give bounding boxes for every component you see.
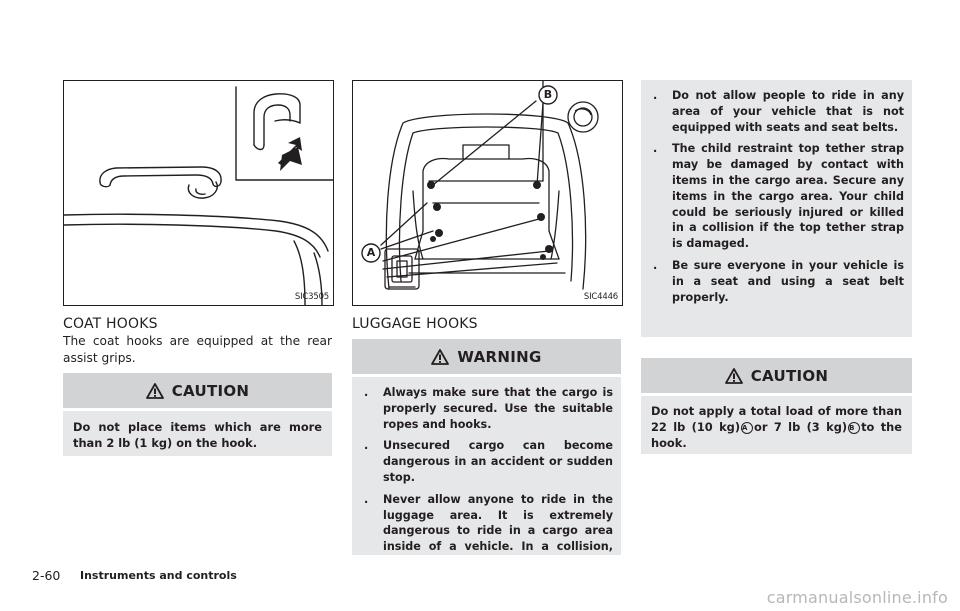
caution-text-part: or 7 lb (3 kg) xyxy=(754,419,848,434)
warning-item: . Never allow anyone to ride in the lugga… xyxy=(362,492,613,555)
warning-text: The child restraint top tether strap may… xyxy=(672,142,904,251)
bullet: . xyxy=(653,89,658,102)
coat-hook-figure: SIC3505 xyxy=(63,80,334,306)
coat-caution-title: CAUTION xyxy=(171,381,250,400)
coat-hooks-title: COAT HOOKS xyxy=(63,316,158,332)
bullet: . xyxy=(364,386,369,399)
warning-item: . Be sure everyone in your vehicle is in … xyxy=(651,258,904,305)
marker-b: B xyxy=(848,421,861,434)
figure-code: SIC3505 xyxy=(294,292,329,302)
luggage-caution-title: CAUTION xyxy=(750,366,829,385)
caution-text-part: Do not apply a total load of more than 2… xyxy=(651,404,902,434)
bullet: . xyxy=(364,492,369,506)
caution-text-part: to the hook. xyxy=(651,419,902,450)
warning-text: Never allow anyone to ride in the luggag… xyxy=(383,492,613,554)
warning-text: Do not allow people to ride in any area … xyxy=(672,89,904,134)
warning-item: . Unsecured cargo can become dangerous in… xyxy=(362,438,613,485)
warning-icon xyxy=(431,348,450,365)
warning-item: . Do not allow people to ride in any area… xyxy=(651,88,904,135)
bullet: . xyxy=(653,258,658,272)
warning-text: Always make sure that the cargo is prope… xyxy=(383,386,613,431)
coat-caution-text: Do not place items which are more than 2… xyxy=(73,420,322,450)
coat-caution-header: CAUTION xyxy=(63,373,332,408)
warning-text: Unsecured cargo can become dangerous in … xyxy=(383,439,613,484)
luggage-caution-body: Do not apply a total load of more than 2… xyxy=(641,396,912,454)
warning-header: WARNING xyxy=(352,339,621,374)
warning-item: . The child restraint top tether strap ma… xyxy=(651,141,904,252)
luggage-hooks-title: LUGGAGE HOOKS xyxy=(352,316,478,332)
coat-hook-illustration xyxy=(64,86,333,305)
caution-icon xyxy=(724,367,743,384)
footer-section-title: Instruments and controls xyxy=(80,569,237,582)
warning-body-col3: . Do not allow people to ride in any area… xyxy=(641,80,912,337)
bullet: . xyxy=(364,439,369,453)
marker-a: A xyxy=(741,421,754,434)
luggage-caution-header: CAUTION xyxy=(641,358,912,393)
warning-text: Be sure everyone in your vehicle is in a… xyxy=(672,258,904,304)
warning-body-col2: . Always make sure that the cargo is prop… xyxy=(352,377,621,555)
warning-title: WARNING xyxy=(457,347,542,366)
page-number: 2-60 xyxy=(32,568,61,583)
figure-code: SIC4446 xyxy=(583,292,618,302)
watermark: carmanualsonline.info xyxy=(766,588,948,607)
luggage-hook-illustration xyxy=(361,81,599,290)
figure-label-a: A xyxy=(366,246,376,259)
bullet: . xyxy=(653,142,658,156)
caution-icon xyxy=(145,382,164,399)
luggage-hook-figure: B A SIC4446 xyxy=(352,80,623,306)
figure-label-b: B xyxy=(543,88,553,101)
coat-hooks-body: The coat hooks are equipped at the rear … xyxy=(63,334,332,365)
warning-item: . Always make sure that the cargo is prop… xyxy=(362,385,613,432)
luggage-caution-text: Do not apply a total load of more than 2… xyxy=(651,404,902,451)
coat-caution-body: Do not place items which are more than 2… xyxy=(63,411,332,456)
